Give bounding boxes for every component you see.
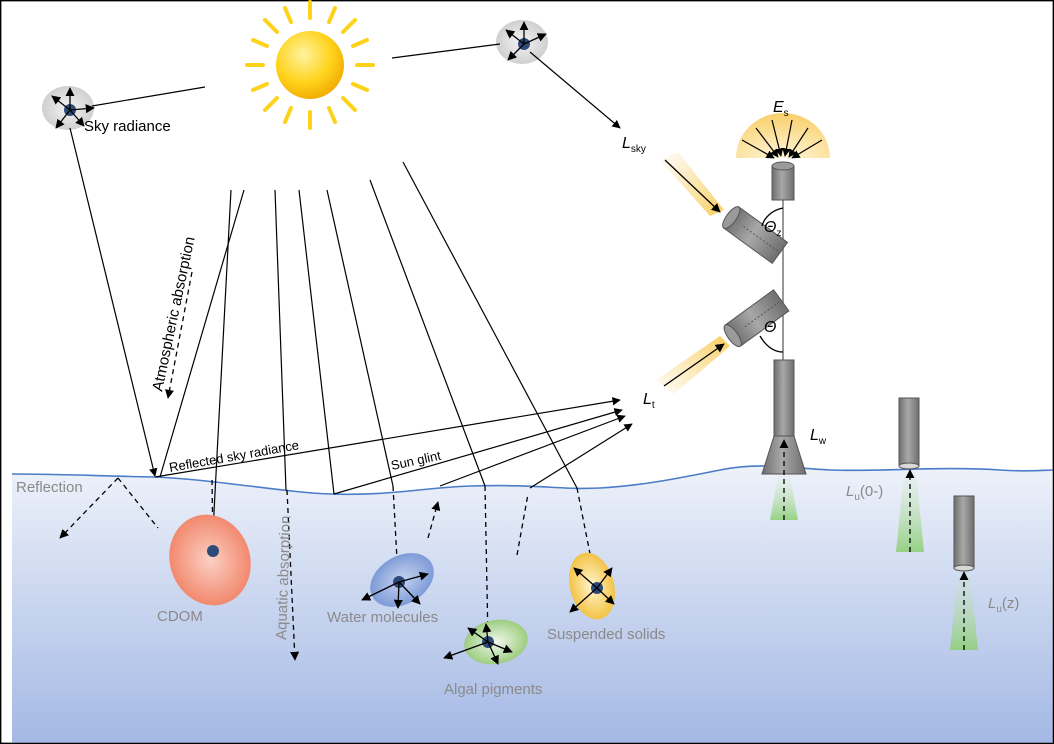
ray-sky-to-sensor <box>529 51 621 129</box>
lu-z-sensor <box>950 495 978 650</box>
suspended-solids-label: Suspended solids <box>547 626 665 643</box>
water-molecules-label: Water molecules <box>327 609 438 626</box>
ray-cdom <box>211 189 232 551</box>
algal-pigments-label: Algal pigments <box>444 681 542 698</box>
water-sensor <box>723 289 790 348</box>
ray-water-mol <box>326 189 394 487</box>
scatter-particle-icon-right <box>496 20 548 64</box>
es-sensor <box>771 165 795 201</box>
ray-reflected-sky <box>154 397 621 478</box>
lw-sensor <box>773 359 795 437</box>
water-molecules-particle <box>361 553 434 609</box>
cdom-particle <box>169 514 251 606</box>
ray-glint-out <box>333 408 623 495</box>
ray-aquatic <box>274 189 287 491</box>
theta-symbol: Θ <box>764 319 776 336</box>
water-mol-up <box>427 501 441 539</box>
lsky-symbol: Lsky <box>622 135 646 155</box>
radiometer-rig <box>656 113 830 520</box>
suspended-solids-particle <box>568 552 616 620</box>
lu-0-symbol: Lu(0-) <box>846 483 883 503</box>
ray-to-sky-particle <box>91 86 206 107</box>
algal-pigments-particle <box>443 619 528 665</box>
ray-algal <box>369 179 486 487</box>
ray-ss <box>402 161 578 489</box>
scatter-particle-icon-left <box>42 86 95 130</box>
ray-atm-a <box>159 189 245 478</box>
solar-rays <box>69 43 633 551</box>
water-body <box>12 465 1054 744</box>
aquatic-absorption-arrow <box>286 489 300 661</box>
ray-to-sky-particle-right <box>391 43 501 59</box>
sky-radiance-label: Sky radiance <box>84 118 171 135</box>
irradiance-dome <box>736 113 830 158</box>
ray-glint <box>298 189 335 495</box>
ss-up-dashed <box>516 493 529 556</box>
algal-down <box>483 485 493 641</box>
ray-sky-to-surface <box>69 127 158 477</box>
reflection-dashed-right <box>117 477 159 529</box>
sky-sensor <box>722 206 789 265</box>
es-symbol: Es <box>773 99 789 119</box>
lw-symbol: Lw <box>810 427 827 447</box>
water-surface-line <box>11 465 1054 496</box>
ray-ss-up <box>529 423 633 489</box>
lt-symbol: Lt <box>643 391 655 411</box>
reflection-dashed-left <box>59 477 119 539</box>
theta-z-symbol: Θz <box>764 219 781 239</box>
ray-wm-up <box>439 414 626 487</box>
atm-absorption-arrow <box>165 271 193 399</box>
lu-z-symbol: Lu(z) <box>988 595 1019 615</box>
lu-0-sensor <box>896 397 924 552</box>
aquatic-absorption-label: Aquatic absorption <box>273 515 294 640</box>
cdom-label: CDOM <box>157 608 203 625</box>
reflection-label: Reflection <box>16 479 83 496</box>
sun-icon <box>245 0 375 130</box>
